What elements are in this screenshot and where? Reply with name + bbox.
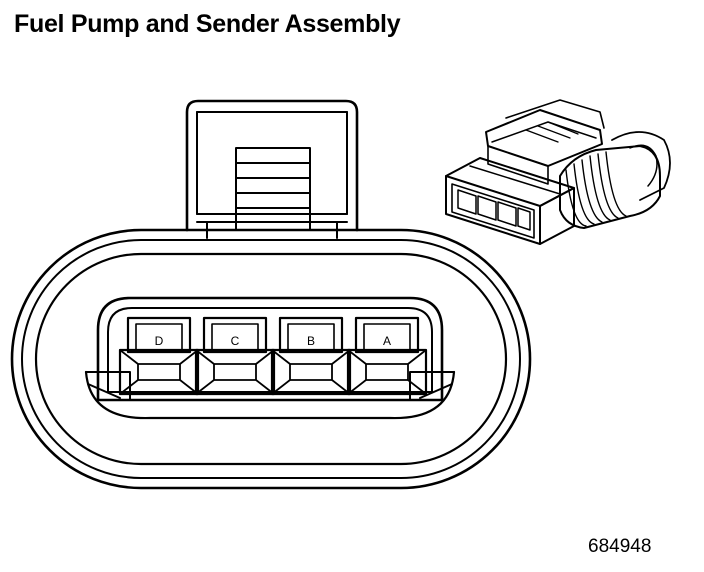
seal-ring <box>34 252 508 466</box>
terminal-a-label: A <box>383 334 391 348</box>
terminal-d-label: D <box>155 334 164 348</box>
terminal-pins: D C B A <box>118 316 428 396</box>
terminal-b: B <box>270 316 352 396</box>
locking-tab <box>185 99 359 239</box>
connector-iso-view <box>445 99 671 245</box>
diagram-title: Fuel Pump and Sender Assembly <box>14 10 401 38</box>
terminal-cavity-frame <box>84 296 456 420</box>
terminal-d: D <box>118 316 200 396</box>
outer-housing-inner-edge <box>21 239 521 479</box>
connector-face <box>10 99 532 490</box>
terminal-a: A <box>346 316 428 396</box>
outer-housing <box>10 228 532 490</box>
terminal-b-label: B <box>307 334 315 348</box>
terminal-c-label: C <box>231 334 240 348</box>
figure-number: 684948 <box>588 536 652 557</box>
terminal-c: C <box>194 316 276 396</box>
